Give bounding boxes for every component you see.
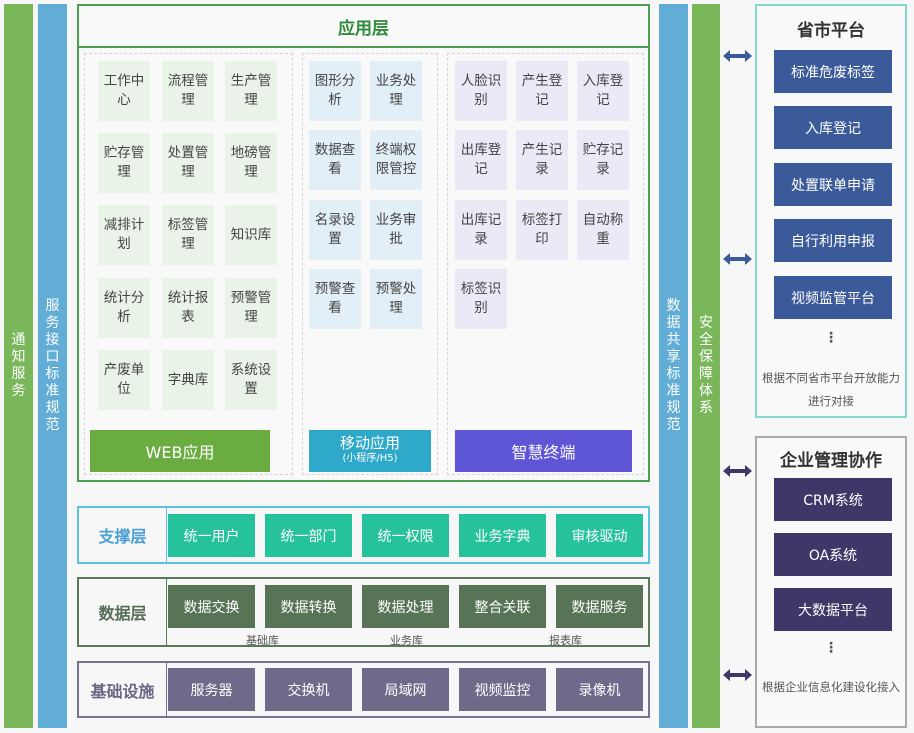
smart-terminal-tile[interactable]: 出库登记: [455, 130, 507, 190]
enterprise-collab-item[interactable]: 大数据平台: [774, 588, 892, 631]
support-layer-item[interactable]: 统一部门: [265, 514, 352, 557]
store-label: 报表库: [549, 634, 582, 647]
web-app-tile[interactable]: 知识库: [225, 205, 277, 265]
infrastructure-layer: 基础设施: [77, 661, 650, 718]
application-layer-title: 应用层: [79, 6, 648, 48]
more-dots-icon: ⋮: [824, 330, 838, 346]
smart-terminal-tile[interactable]: 产生登记: [516, 61, 568, 121]
mobile-app-tile[interactable]: 预警查看: [309, 269, 361, 329]
infra-layer-item[interactable]: 交换机: [265, 668, 352, 711]
support-layer-item[interactable]: 统一用户: [168, 514, 255, 557]
data-layer-item[interactable]: 数据交换: [168, 585, 255, 628]
enterprise-collab-panel: 企业管理协作 ⋮ 根据企业信息化建设化接入 CRM系统 OA系统大数据平台: [755, 436, 907, 728]
web-app-tile[interactable]: 处置管理: [162, 133, 214, 193]
mobile-app-tile[interactable]: 业务处理: [370, 61, 422, 121]
data-share-standard-bar: 数据共享标准规范: [659, 4, 688, 728]
support-layer-item[interactable]: 统一权限: [362, 514, 449, 557]
province-platform-item[interactable]: 自行利用申报: [774, 219, 892, 262]
mobile-app-tile[interactable]: 数据查看: [309, 130, 361, 190]
web-app-button[interactable]: WEB应用: [90, 430, 270, 472]
data-layer-item[interactable]: 数据处理: [362, 585, 449, 628]
web-app-group: [84, 53, 293, 475]
enterprise-collab-title: 企业管理协作: [780, 451, 882, 471]
smart-terminal-tile[interactable]: 出库记录: [455, 200, 507, 260]
web-app-tile[interactable]: 工作中心: [98, 61, 150, 121]
support-layer-item[interactable]: 审核驱动: [556, 514, 643, 557]
province-platform-item[interactable]: 视频监管平台: [774, 276, 892, 319]
mobile-app-tile[interactable]: 终端权限管控: [370, 130, 422, 190]
province-platform-item[interactable]: 处置联单申请: [774, 163, 892, 206]
web-app-tile[interactable]: 产废单位: [98, 350, 150, 410]
store-label: 基础库: [246, 634, 279, 647]
web-app-tile[interactable]: 生产管理: [225, 61, 277, 121]
notification-service-bar: 通知服务: [4, 4, 33, 728]
infrastructure-layer-title: 基础设施: [79, 663, 167, 716]
web-app-tile[interactable]: 统计分析: [98, 278, 150, 338]
data-layer-item[interactable]: 数据转换: [265, 585, 352, 628]
mobile-app-tile[interactable]: 预警处理: [370, 269, 422, 329]
mobile-app-label: 移动应用: [339, 434, 400, 452]
bidirectional-arrow-icon: [723, 50, 752, 62]
infra-layer-item[interactable]: 视频监控: [459, 668, 546, 711]
interface-standard-bar: 服务接口标准规范: [38, 4, 67, 728]
web-app-tile[interactable]: 地磅管理: [225, 133, 277, 193]
support-layer: 支撑层: [77, 506, 650, 564]
infra-layer-item[interactable]: 局域网: [362, 668, 449, 711]
web-app-tile[interactable]: 统计报表: [162, 278, 214, 338]
support-layer-item[interactable]: 业务字典: [459, 514, 546, 557]
web-app-tile[interactable]: 系统设置: [225, 350, 277, 410]
web-app-tile[interactable]: 流程管理: [162, 61, 214, 121]
data-layer-item[interactable]: 数据服务: [556, 585, 643, 628]
bidirectional-arrow-icon: [723, 253, 752, 265]
mobile-app-group: [302, 53, 438, 475]
smart-terminal-tile[interactable]: 产生记录: [516, 130, 568, 190]
enterprise-collab-note: 根据企业信息化建设化接入: [762, 680, 900, 694]
mobile-app-tile[interactable]: 业务审批: [370, 200, 422, 260]
smart-terminal-label: 智慧终端: [511, 443, 576, 462]
data-layer-item[interactable]: 整合关联: [459, 585, 546, 628]
web-app-label: WEB应用: [145, 443, 215, 462]
mobile-app-tile[interactable]: 名录设置: [309, 200, 361, 260]
web-app-tile[interactable]: 贮存管理: [98, 133, 150, 193]
store-label: 业务库: [390, 634, 423, 647]
infra-layer-item[interactable]: 录像机: [556, 668, 643, 711]
mobile-app-button[interactable]: 移动应用(小程序/H5): [309, 430, 431, 472]
mobile-app-sublabel: (小程序/H5): [342, 453, 398, 464]
province-platform-title: 省市平台: [797, 21, 865, 41]
province-platform-item[interactable]: 标准危废标签: [774, 50, 892, 93]
data-layer-title: 数据层: [79, 579, 167, 645]
province-platform-panel: 省市平台 ⋮ 根据不同省市平台开放能力进行对接 标准危废标签入库登记处置联单申请…: [755, 4, 907, 418]
mobile-app-tile[interactable]: 图形分析: [309, 61, 361, 121]
infra-layer-item[interactable]: 服务器: [168, 668, 255, 711]
smart-terminal-tile[interactable]: 标签打印: [516, 200, 568, 260]
web-app-tile[interactable]: 字典库: [162, 350, 214, 410]
smart-terminal-tile[interactable]: 人脸识别: [455, 61, 507, 121]
smart-terminal-tile[interactable]: 入库登记: [577, 61, 629, 121]
support-layer-title: 支撑层: [79, 508, 167, 562]
web-app-tile[interactable]: 减排计划: [98, 205, 150, 265]
smart-terminal-button[interactable]: 智慧终端: [455, 430, 632, 472]
smart-terminal-tile[interactable]: 标签识别: [455, 269, 507, 329]
data-layer: 数据层: [77, 577, 650, 647]
web-app-tile[interactable]: 预警管理: [225, 278, 277, 338]
security-system-bar: 安全保障体系: [692, 4, 720, 728]
enterprise-collab-item[interactable]: OA系统: [774, 533, 892, 576]
enterprise-collab-item[interactable]: CRM系统: [774, 478, 892, 521]
bidirectional-arrow-icon: [723, 465, 752, 477]
smart-terminal-tile[interactable]: 自动称重: [577, 200, 629, 260]
more-dots-icon: ⋮: [824, 640, 838, 656]
province-platform-item[interactable]: 入库登记: [774, 106, 892, 149]
smart-terminal-group: [447, 53, 644, 475]
province-platform-note: 根据不同省市平台开放能力进行对接: [762, 371, 900, 408]
bidirectional-arrow-icon: [723, 669, 752, 681]
web-app-tile[interactable]: 标签管理: [162, 205, 214, 265]
smart-terminal-tile[interactable]: 贮存记录: [577, 130, 629, 190]
